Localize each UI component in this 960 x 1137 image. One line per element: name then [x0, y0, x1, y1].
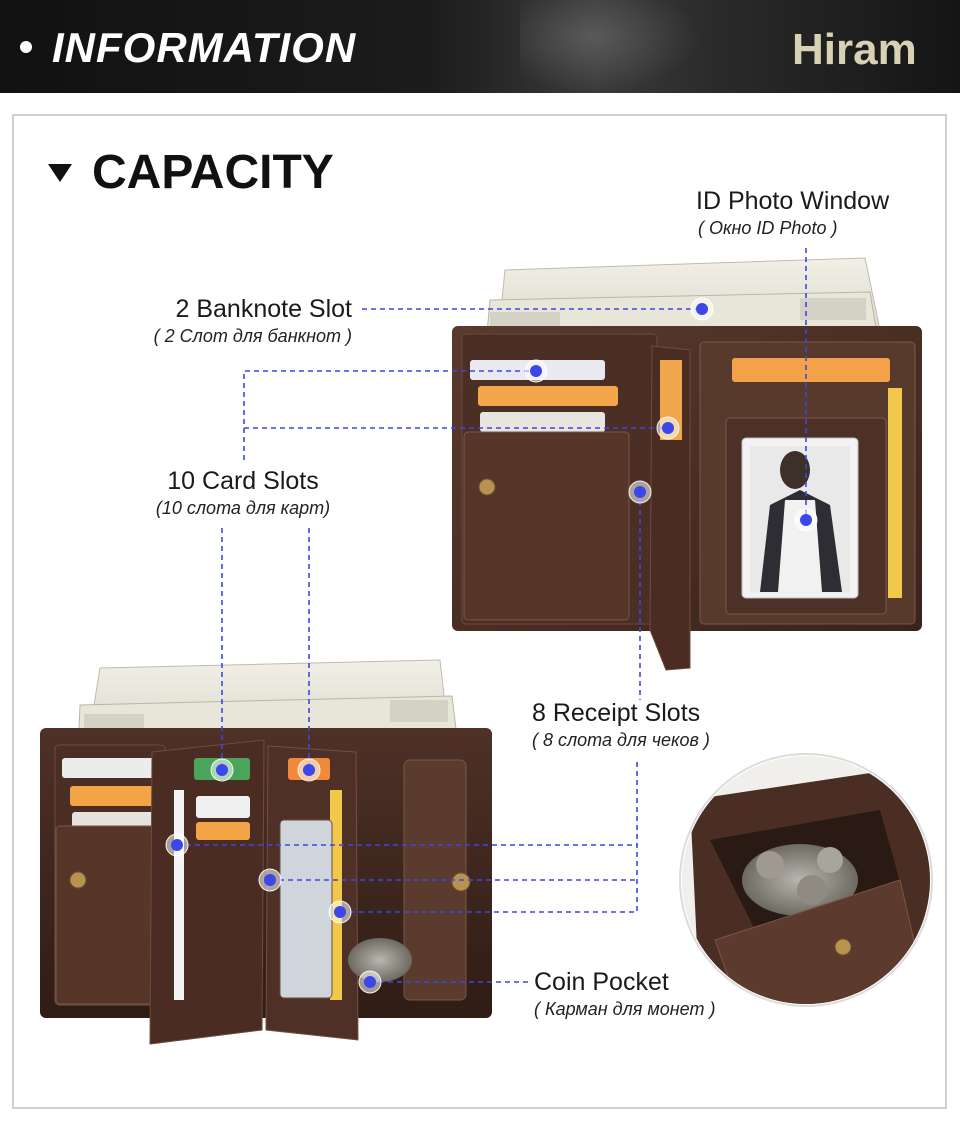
label-card-slots-main: 10 Card Slots: [167, 467, 319, 495]
label-id-photo-main: ID Photo Window: [696, 187, 890, 215]
label-receipt-slots-main: 8 Receipt Slots: [532, 699, 701, 727]
label-receipt-slots-sub: ( 8 слота для чеков ): [532, 730, 710, 750]
label-banknote-slot: 2 Banknote Slot ( 2 Слот для банкнот ): [128, 294, 352, 348]
leader-markers: [165, 297, 818, 994]
header-banner: INFORMATION Hiram: [0, 0, 960, 93]
wallet-bottom-image: [40, 659, 492, 1045]
banner-bullet-icon: [20, 41, 32, 53]
wallet-top-image: [452, 257, 922, 671]
banner-texture: [520, 0, 700, 93]
coin-pocket-closeup-image: [679, 753, 933, 1007]
leader-lines: [177, 248, 807, 983]
label-card-slots-sub: (10 слота для карт): [155, 498, 331, 518]
label-id-photo-window: ID Photo Window ( Окно ID Photo ): [696, 186, 889, 240]
banner-title: INFORMATION: [52, 24, 357, 71]
capacity-heading-text: CAPACITY: [92, 146, 334, 199]
label-banknote-sub: ( 2 Слот для банкнот ): [153, 326, 352, 346]
label-coin-pocket-sub: ( Карман для монет ): [534, 999, 716, 1019]
brand-logo: Hiram: [792, 25, 917, 74]
label-receipt-slots: 8 Receipt Slots ( 8 слота для чеков ): [532, 698, 710, 752]
label-coin-pocket-main: Coin Pocket: [534, 968, 669, 996]
label-id-photo-sub: ( Окно ID Photo ): [698, 218, 838, 238]
label-card-slots: 10 Card Slots (10 слота для карт): [140, 466, 346, 520]
label-coin-pocket: Coin Pocket ( Карман для монет ): [534, 967, 715, 1021]
triangle-down-icon: [48, 164, 72, 182]
label-banknote-main: 2 Banknote Slot: [175, 295, 352, 323]
